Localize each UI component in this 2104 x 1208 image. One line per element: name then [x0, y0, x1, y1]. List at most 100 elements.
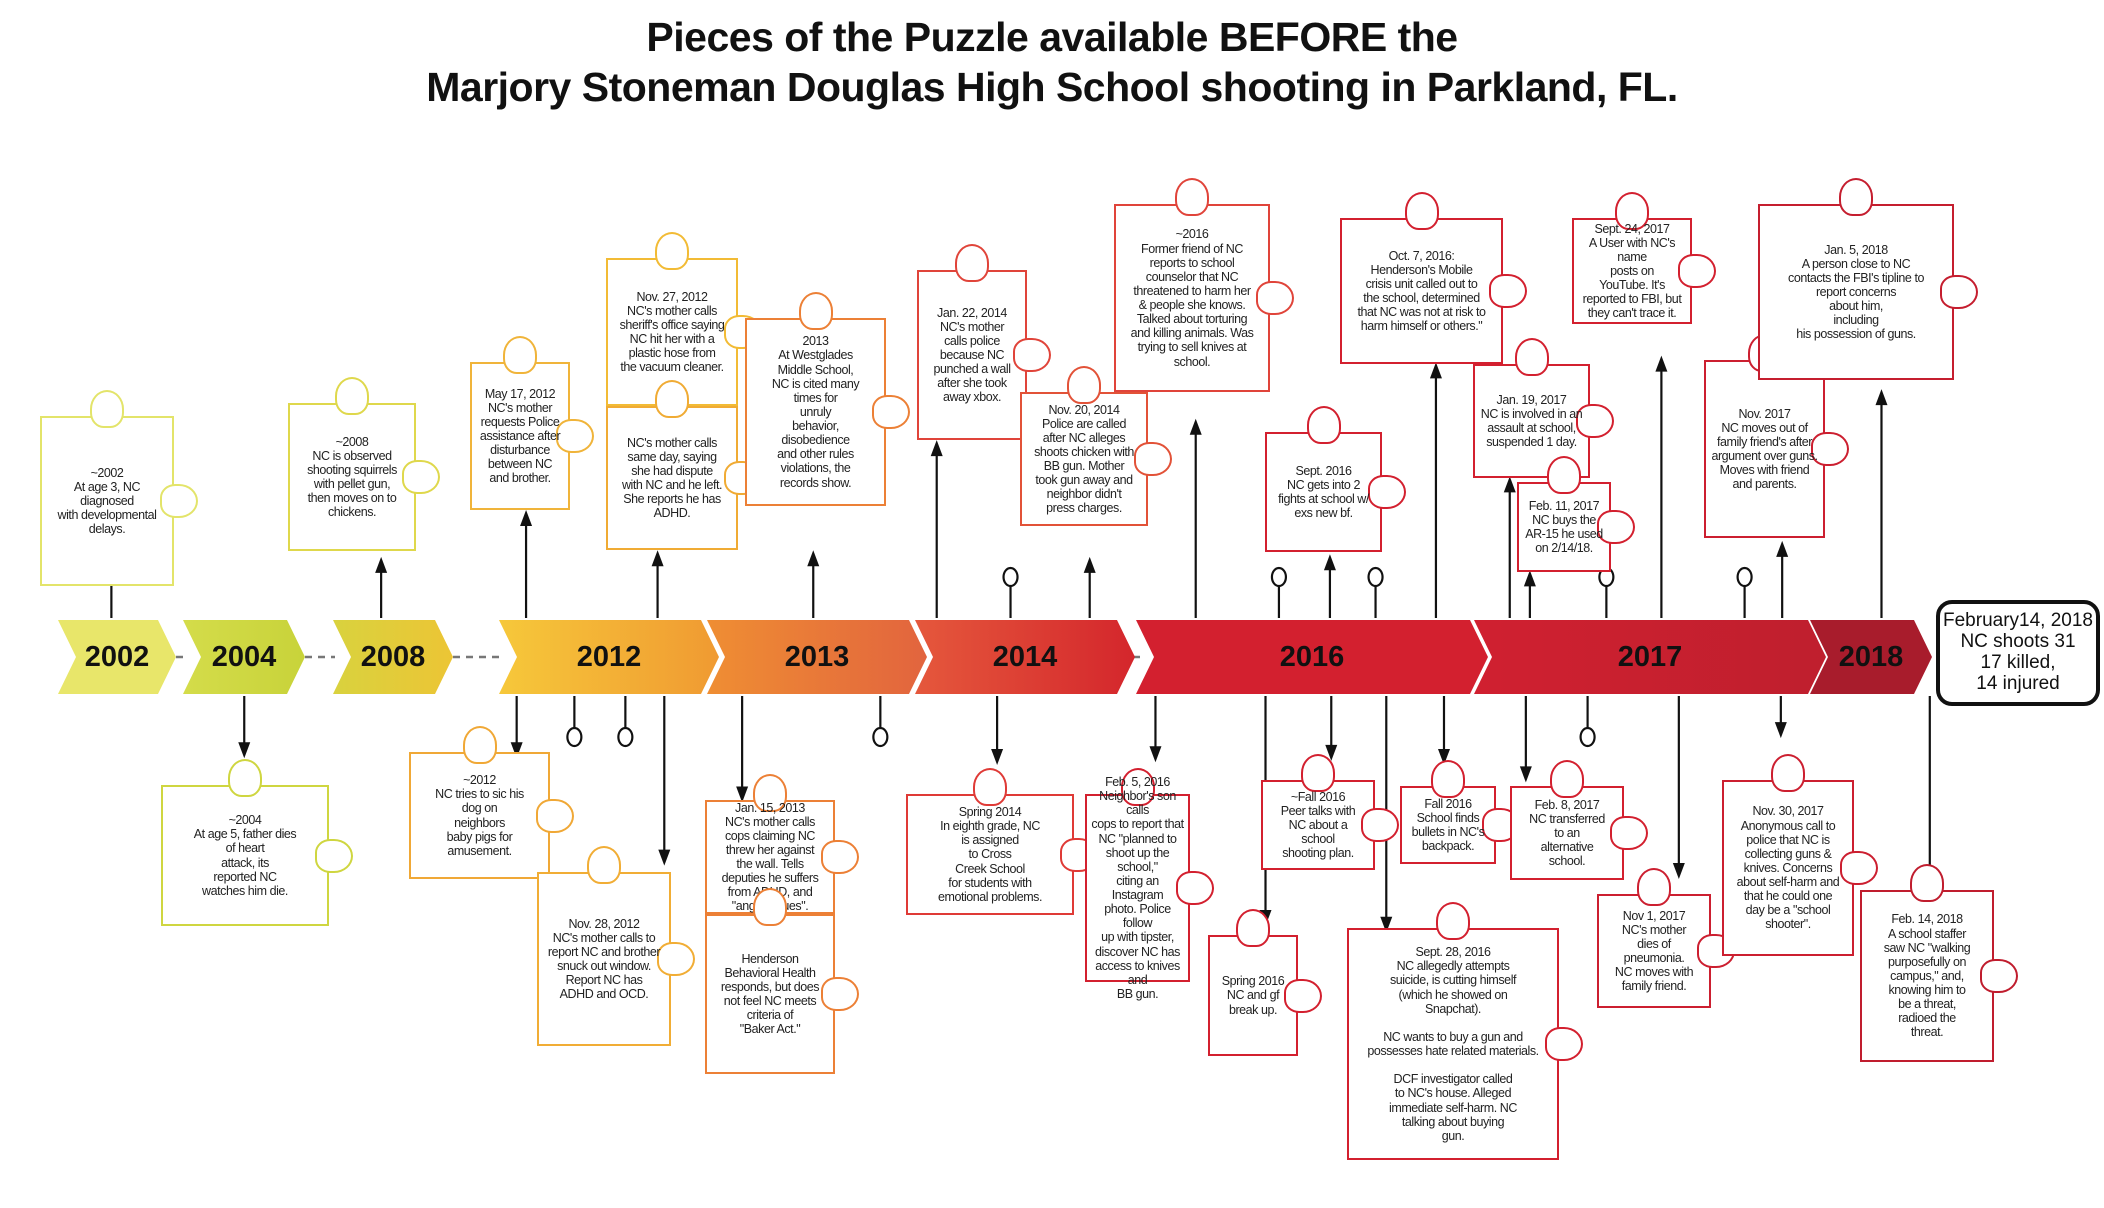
- puzzle-piece-fall-2016-peer: ~Fall 2016 Peer talks with NC about a sc…: [1261, 754, 1399, 870]
- year-2008: 2008: [333, 620, 453, 694]
- event-text: Feb. 11, 2017 NC buys the AR-15 he used …: [1525, 498, 1603, 556]
- puzzle-piece-nov20-2014: Nov. 20, 2014 Police are called after NC…: [1020, 366, 1172, 526]
- year-2017: 2017: [1474, 620, 1826, 694]
- arrowhead-up-icon: [520, 509, 533, 526]
- puzzle-piece-spring-2014: Spring 2014 In eighth grade, NC is assig…: [906, 768, 1098, 915]
- arrowhead-down-icon: [1149, 746, 1162, 763]
- year-2018: 2018: [1810, 620, 1932, 694]
- arrowhead-down-icon: [1774, 722, 1787, 739]
- event-text: Sept. 2016 NC gets into 2 fights at scho…: [1278, 463, 1369, 521]
- event-text: Feb. 5, 2016 Neighbor's son calls cops t…: [1091, 775, 1184, 1001]
- year-2012: 2012: [499, 620, 719, 694]
- arrowhead-down-icon: [1380, 916, 1393, 933]
- puzzle-piece-jan22-2014: Jan. 22, 2014 NC's mother calls police b…: [917, 244, 1051, 440]
- arrowhead-up-icon: [1083, 556, 1096, 573]
- year-2002: 2002: [58, 620, 176, 694]
- event-text: Jan. 5, 2018 A person close to NC contac…: [1788, 242, 1924, 342]
- puzzle-piece-feb5-2016: Feb. 5, 2016 Neighbor's son calls cops t…: [1085, 768, 1214, 1001]
- puzzle-piece-nov28-2012: Nov. 28, 2012 NC's mother calls to repor…: [537, 846, 695, 1046]
- puzzle-piece-sept-2016: Sept. 2016 NC gets into 2 fights at scho…: [1265, 406, 1406, 552]
- title-line-1: Pieces of the Puzzle available BEFORE th…: [646, 14, 1458, 60]
- puzzle-piece-feb11-2017: Feb. 11, 2017 NC buys the AR-15 he used …: [1517, 456, 1635, 572]
- year-2013: 2013: [707, 620, 927, 694]
- puzzle-piece-spring-2016: Spring 2016 NC and gf break up.: [1208, 909, 1322, 1056]
- arrowhead-up-icon: [1776, 540, 1789, 557]
- puzzle-piece-jan19-2017: Jan. 19, 2017 NC is involved in an assau…: [1473, 338, 1614, 478]
- event-text: ~2016 Former friend of NC reports to sch…: [1130, 227, 1254, 369]
- puzzle-piece-henderson-2013: Henderson Behavioral Health responds, bu…: [705, 888, 859, 1074]
- puzzle-piece-nov30-2017: Nov. 30, 2017 Anonymous call to police t…: [1722, 754, 1878, 956]
- event-text: Nov. 28, 2012 NC's mother calls to repor…: [547, 916, 661, 1002]
- event-text: ~2012 NC tries to sic his dog on neighbo…: [435, 773, 524, 858]
- puzzle-piece-2004: ~2004 At age 5, father dies of heart att…: [161, 759, 353, 926]
- puzzle-piece-may-2012: May 17, 2012 NC's mother requests Police…: [470, 336, 594, 510]
- arrowhead-down-icon: [658, 849, 671, 866]
- event-text: May 17, 2012 NC's mother requests Police…: [479, 386, 561, 486]
- arrowhead-down-icon: [736, 786, 749, 803]
- event-text: Oct. 7, 2016: Henderson's Mobile crisis …: [1357, 248, 1486, 334]
- arrowhead-up-icon: [1323, 554, 1336, 571]
- event-text: Henderson Behavioral Health responds, bu…: [720, 951, 820, 1037]
- arrowhead-up-icon: [1875, 389, 1888, 406]
- event-text: Nov. 27, 2012 NC's mother calls sheriff'…: [619, 289, 725, 375]
- arrowhead-up-icon: [651, 550, 664, 567]
- year-2004: 2004: [183, 620, 305, 694]
- year-2016: 2016: [1136, 620, 1488, 694]
- event-text: ~2008 NC is observed shooting squirrels …: [307, 434, 397, 520]
- pin-circle-icon: [566, 726, 583, 748]
- event-text: Nov. 30, 2017 Anonymous call to police t…: [1736, 804, 1840, 932]
- event-text: Feb. 8, 2017 NC transferred to an altern…: [1529, 797, 1605, 869]
- arrowhead-down-icon: [1325, 744, 1338, 761]
- event-text: Nov. 20, 2014 Police are called after NC…: [1034, 402, 1134, 516]
- puzzle-piece-sept24-2017: Sept. 24, 2017 A User with NC's name pos…: [1572, 192, 1716, 324]
- event-text: Nov 1, 2017 NC's mother dies of pneumoni…: [1614, 908, 1694, 994]
- puzzle-piece-2013: 2013 At Westglades Middle School, NC is …: [745, 292, 910, 506]
- puzzle-piece-nov-2017: Nov. 2017 NC moves out of family friend'…: [1704, 334, 1849, 538]
- event-text: Jan. 19, 2017 NC is involved in an assau…: [1480, 392, 1583, 450]
- event-text: Sept. 28, 2016 NC allegedly attempts sui…: [1367, 945, 1539, 1143]
- puzzle-piece-sept28-2016: Sept. 28, 2016 NC allegedly attempts sui…: [1347, 902, 1583, 1160]
- summary-injured: 14 injured: [1976, 672, 2060, 694]
- puzzle-piece-2008: ~2008 NC is observed shooting squirrels …: [288, 377, 440, 551]
- event-text: ~2002 At age 3, NC diagnosed with develo…: [57, 465, 157, 537]
- puzzle-piece-nov27-2012-b: NC's mother calls same day, saying she h…: [606, 380, 762, 550]
- pin-circle-icon: [1736, 566, 1753, 588]
- puzzle-piece-2016-former-friend: ~2016 Former friend of NC reports to sch…: [1114, 178, 1294, 392]
- event-text: Jan. 22, 2014 NC's mother calls police b…: [933, 305, 1011, 405]
- arrowhead-down-icon: [1519, 766, 1532, 783]
- summary-shots: NC shoots 31: [1960, 631, 2076, 653]
- event-text: Fall 2016 School finds bullets in NC's b…: [1411, 796, 1485, 854]
- arrowhead-down-icon: [991, 748, 1004, 765]
- event-text: Feb. 14, 2018 A school staffer saw NC "w…: [1883, 912, 1971, 1040]
- event-text: Spring 2014 In eighth grade, NC is assig…: [937, 805, 1042, 904]
- arrowhead-up-icon: [1189, 418, 1202, 435]
- puzzle-piece-2012-dog: ~2012 NC tries to sic his dog on neighbo…: [409, 726, 574, 879]
- year-2014: 2014: [915, 620, 1135, 694]
- arrowhead-up-icon: [375, 556, 388, 573]
- arrowhead-down-icon: [1437, 748, 1450, 765]
- event-text: ~Fall 2016 Peer talks with NC about a sc…: [1280, 789, 1356, 861]
- puzzle-piece-fall-2016-bullets: Fall 2016 School finds bullets in NC's b…: [1400, 760, 1520, 864]
- event-text: ~2004 At age 5, father dies of heart att…: [193, 813, 297, 898]
- arrowhead-up-icon: [1429, 362, 1442, 379]
- pin-circle-icon: [1270, 566, 1288, 588]
- arrowhead-down-icon: [1672, 863, 1685, 880]
- event-text: 2013 At Westglades Middle School, NC is …: [771, 334, 860, 490]
- arrowhead-up-icon: [930, 440, 943, 457]
- arrowhead-up-icon: [1523, 570, 1536, 587]
- event-text: Sept. 24, 2017 A User with NC's name pos…: [1582, 221, 1682, 321]
- pin-circle-icon: [1002, 566, 1019, 588]
- puzzle-piece-nov1-2017: Nov 1, 2017 NC's mother dies of pneumoni…: [1597, 868, 1735, 1008]
- summary-date: February14, 2018: [1943, 610, 2093, 632]
- event-text: Nov. 2017 NC moves out of family friend'…: [1711, 406, 1818, 492]
- shooting-summary-box: February14, 2018 NC shoots 31 17 killed,…: [1936, 600, 2100, 706]
- event-text: NC's mother calls same day, saying she h…: [621, 435, 723, 521]
- pin-circle-icon: [617, 726, 634, 748]
- title-line-2: Marjory Stoneman Douglas High School sho…: [426, 64, 1678, 110]
- summary-killed: 17 killed,: [1980, 652, 2056, 673]
- puzzle-piece-jan5-2018: Jan. 5, 2018 A person close to NC contac…: [1758, 178, 1978, 380]
- event-text: Spring 2016 NC and gf break up.: [1221, 974, 1285, 1017]
- pin-circle-icon: [1367, 566, 1384, 588]
- pin-circle-icon: [1579, 726, 1596, 748]
